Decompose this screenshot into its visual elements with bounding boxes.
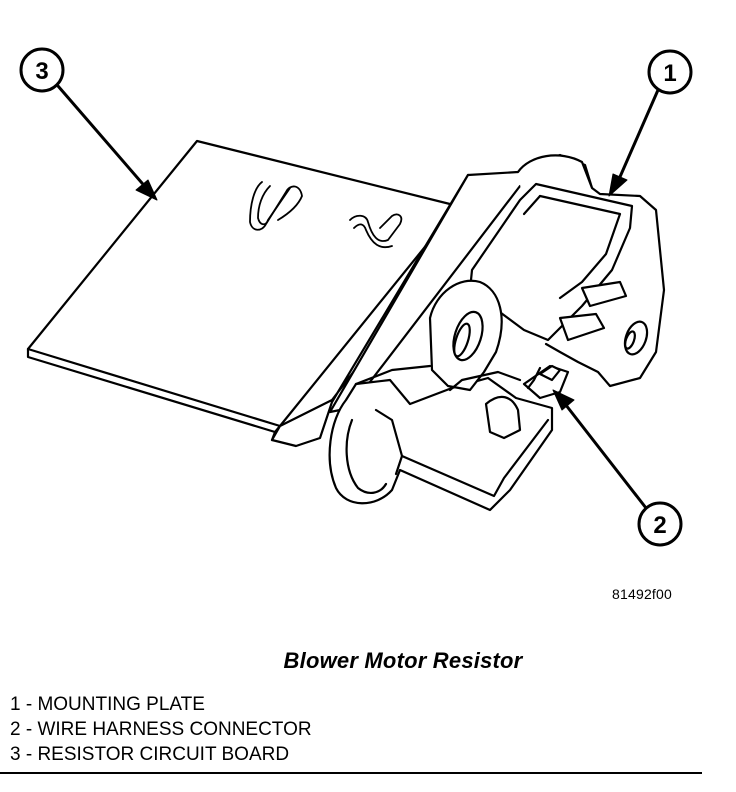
bottom-divider <box>0 772 702 774</box>
figure-id: 81492f00 <box>612 586 672 602</box>
callout-1-number: 1 <box>663 60 676 87</box>
callout-2: 2 <box>552 389 683 547</box>
blower-motor-resistor-illustration: 1 2 3 <box>19 47 693 547</box>
legend-item-3: 3 - RESISTOR CIRCUIT BOARD <box>10 744 290 765</box>
callout-1: 1 <box>608 49 693 197</box>
mounting-plate <box>270 153 666 512</box>
wire-clip <box>249 181 403 249</box>
legend-item-1: 1 - MOUNTING PLATE <box>10 694 205 715</box>
callout-3-number: 3 <box>35 58 48 85</box>
figure-title: Blower Motor Resistor <box>283 648 523 673</box>
callout-legend: 1 - MOUNTING PLATE 2 - WIRE HARNESS CONN… <box>10 692 312 767</box>
legend-item-2: 2 - WIRE HARNESS CONNECTOR <box>10 719 312 740</box>
wire-harness-connector <box>522 364 570 400</box>
callout-3: 3 <box>19 47 158 201</box>
callout-2-number: 2 <box>653 512 666 539</box>
